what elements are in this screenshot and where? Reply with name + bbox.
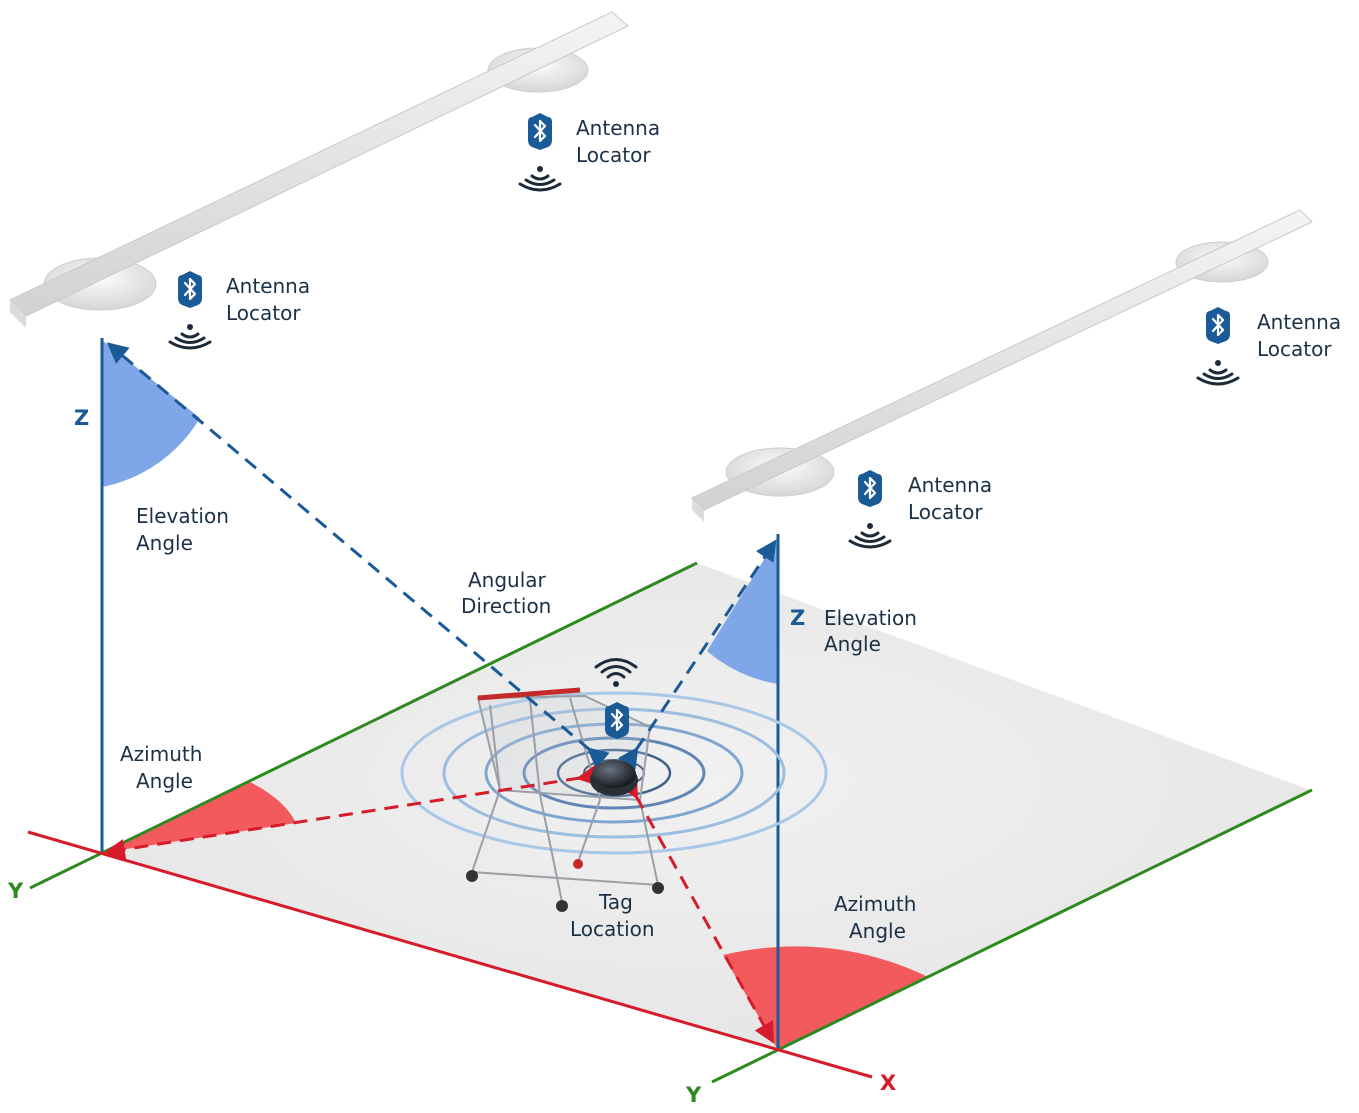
- left-azimuth-label-line2: Angle: [136, 769, 193, 793]
- left-y-axis-label: Y: [7, 879, 24, 903]
- locator-1-bluetooth-icon: [526, 111, 554, 152]
- right-azimuth-label-line2: Angle: [849, 919, 906, 943]
- locator-4-label-line2: Locator: [908, 500, 983, 524]
- tag-location-label-line2: Location: [570, 917, 655, 941]
- locator-2-label-line2: Locator: [226, 301, 301, 325]
- right-azimuth-angle-wedge: [723, 946, 928, 1050]
- tag-location-label-line1: Tag: [598, 890, 633, 914]
- ceiling-rail-right: [691, 209, 1313, 522]
- locator-2-wireless-signal-icon: [168, 322, 212, 350]
- left-elevation-label-line1: Elevation: [136, 504, 229, 528]
- locator-4-wireless-signal-icon: [848, 521, 892, 549]
- location-tag-icon: [590, 760, 638, 796]
- locator-3-bluetooth-icon: [1204, 305, 1232, 346]
- right-angular-direction-arrow: [617, 539, 777, 770]
- locator-3-label-line1: Antenna: [1257, 310, 1341, 334]
- locator-3-label-line2: Locator: [1257, 337, 1332, 361]
- locator-1-label-line1: Antenna: [576, 116, 660, 140]
- left-floor-projection-arrow: [103, 765, 599, 860]
- tag-bluetooth-icon: [603, 700, 631, 741]
- ceiling-rail-left: [9, 11, 629, 328]
- angular-direction-label-line1: Angular: [468, 568, 547, 592]
- x-axis-label: X: [880, 1071, 896, 1095]
- right-elevation-label-line1: Elevation: [824, 606, 917, 630]
- right-elevation-label-line2: Angle: [824, 632, 881, 656]
- locator-4-label-line1: Antenna: [908, 473, 992, 497]
- right-azimuth-label-line1: Azimuth: [834, 892, 916, 916]
- left-azimuth-label-line1: Azimuth: [120, 742, 202, 766]
- left-z-axis-label: Z: [74, 406, 89, 430]
- locator-1-label-line2: Locator: [576, 143, 651, 167]
- right-y-axis-label: Y: [685, 1083, 702, 1107]
- locator-4-bluetooth-icon: [856, 468, 884, 509]
- locator-2-bluetooth-icon: [176, 269, 204, 310]
- angular-direction-label-line2: Direction: [461, 594, 551, 618]
- left-angular-direction-arrow: [106, 342, 610, 769]
- left-elevation-label-line2: Angle: [136, 531, 193, 555]
- right-y-axis: [711, 788, 1313, 1084]
- left-elevation-angle-wedge: [102, 340, 200, 487]
- right-z-axis-label: Z: [790, 606, 805, 630]
- locator-1-wireless-signal-icon: [518, 164, 562, 192]
- locator-2-label-line1: Antenna: [226, 274, 310, 298]
- locator-3-wireless-signal-icon: [1196, 358, 1240, 386]
- wifi-icon: [594, 658, 638, 687]
- right-floor-projection-arrow: [618, 776, 775, 1044]
